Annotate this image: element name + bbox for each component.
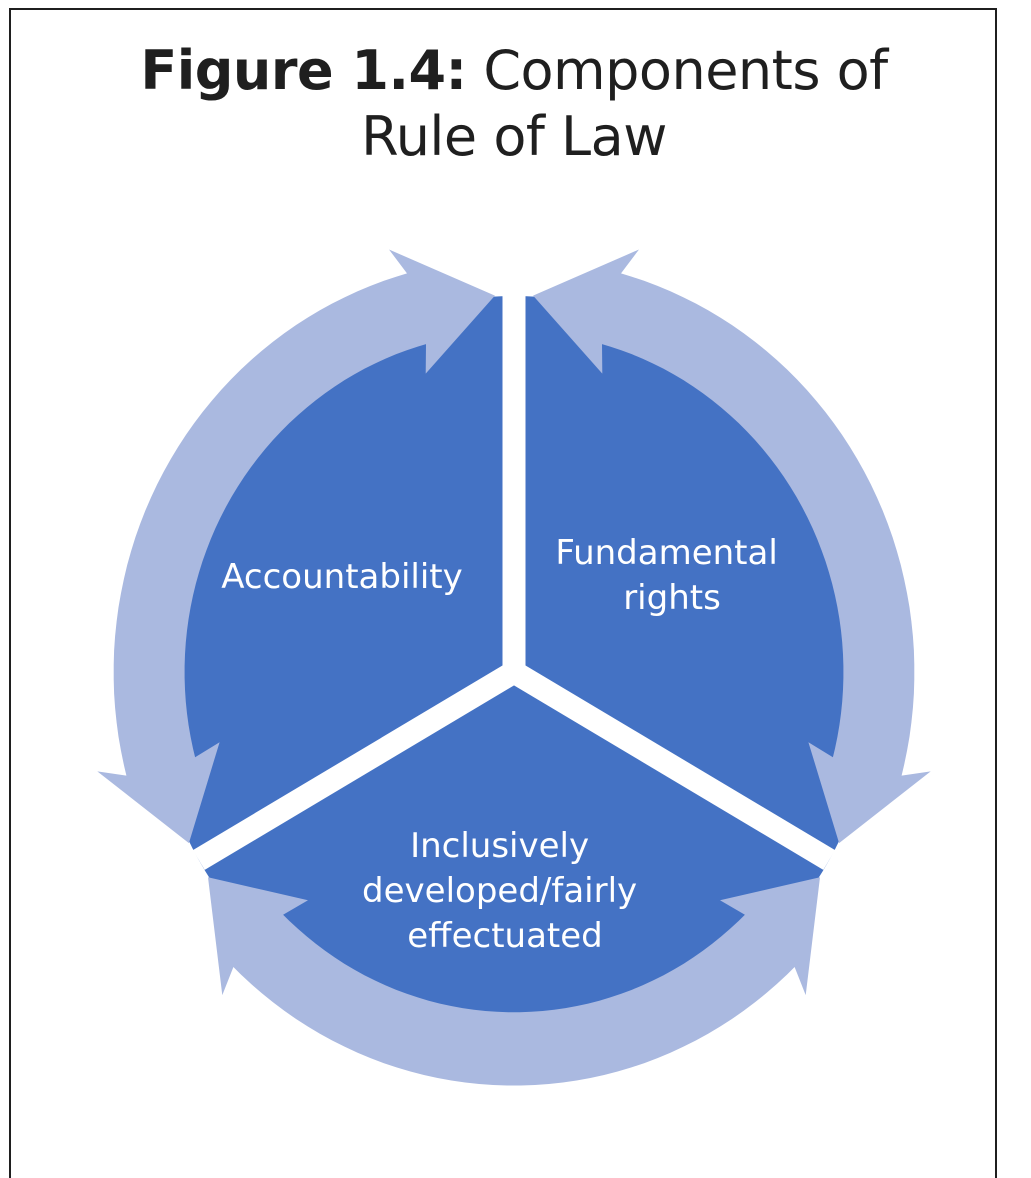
label-line: developed/fairly — [362, 871, 637, 911]
double-arrow-right-arc-icon — [533, 249, 931, 844]
label-line: Accountability — [221, 557, 463, 597]
title-line-1: Figure 1.4: Components of — [9, 38, 1019, 104]
label-line: Inclusively — [410, 826, 589, 866]
figure-title: Figure 1.4: Components of Rule of Law — [9, 38, 1019, 170]
segment-labels: Accountability Fundamental rights Inclus… — [221, 533, 788, 956]
figure-title-text: Components of — [483, 39, 888, 102]
segment-separators — [192, 296, 836, 870]
figure-number: Figure 1.4: — [140, 39, 467, 102]
label-line: effectuated — [407, 916, 603, 956]
cycle-arrows — [97, 249, 931, 1086]
separator-lower-left — [192, 662, 520, 870]
label-inclusively-developed: Inclusively developed/fairly effectuated — [362, 826, 648, 956]
title-line-2: Rule of Law — [361, 105, 667, 168]
label-line: Fundamental — [555, 533, 777, 573]
double-arrow-bottom-arc-icon — [208, 877, 820, 1086]
label-fundamental-rights: Fundamental rights — [555, 533, 788, 618]
separator-lower-right — [508, 662, 836, 870]
label-accountability: Accountability — [221, 557, 463, 597]
label-line: rights — [623, 578, 721, 618]
double-arrow-left-arc-icon — [97, 249, 495, 844]
